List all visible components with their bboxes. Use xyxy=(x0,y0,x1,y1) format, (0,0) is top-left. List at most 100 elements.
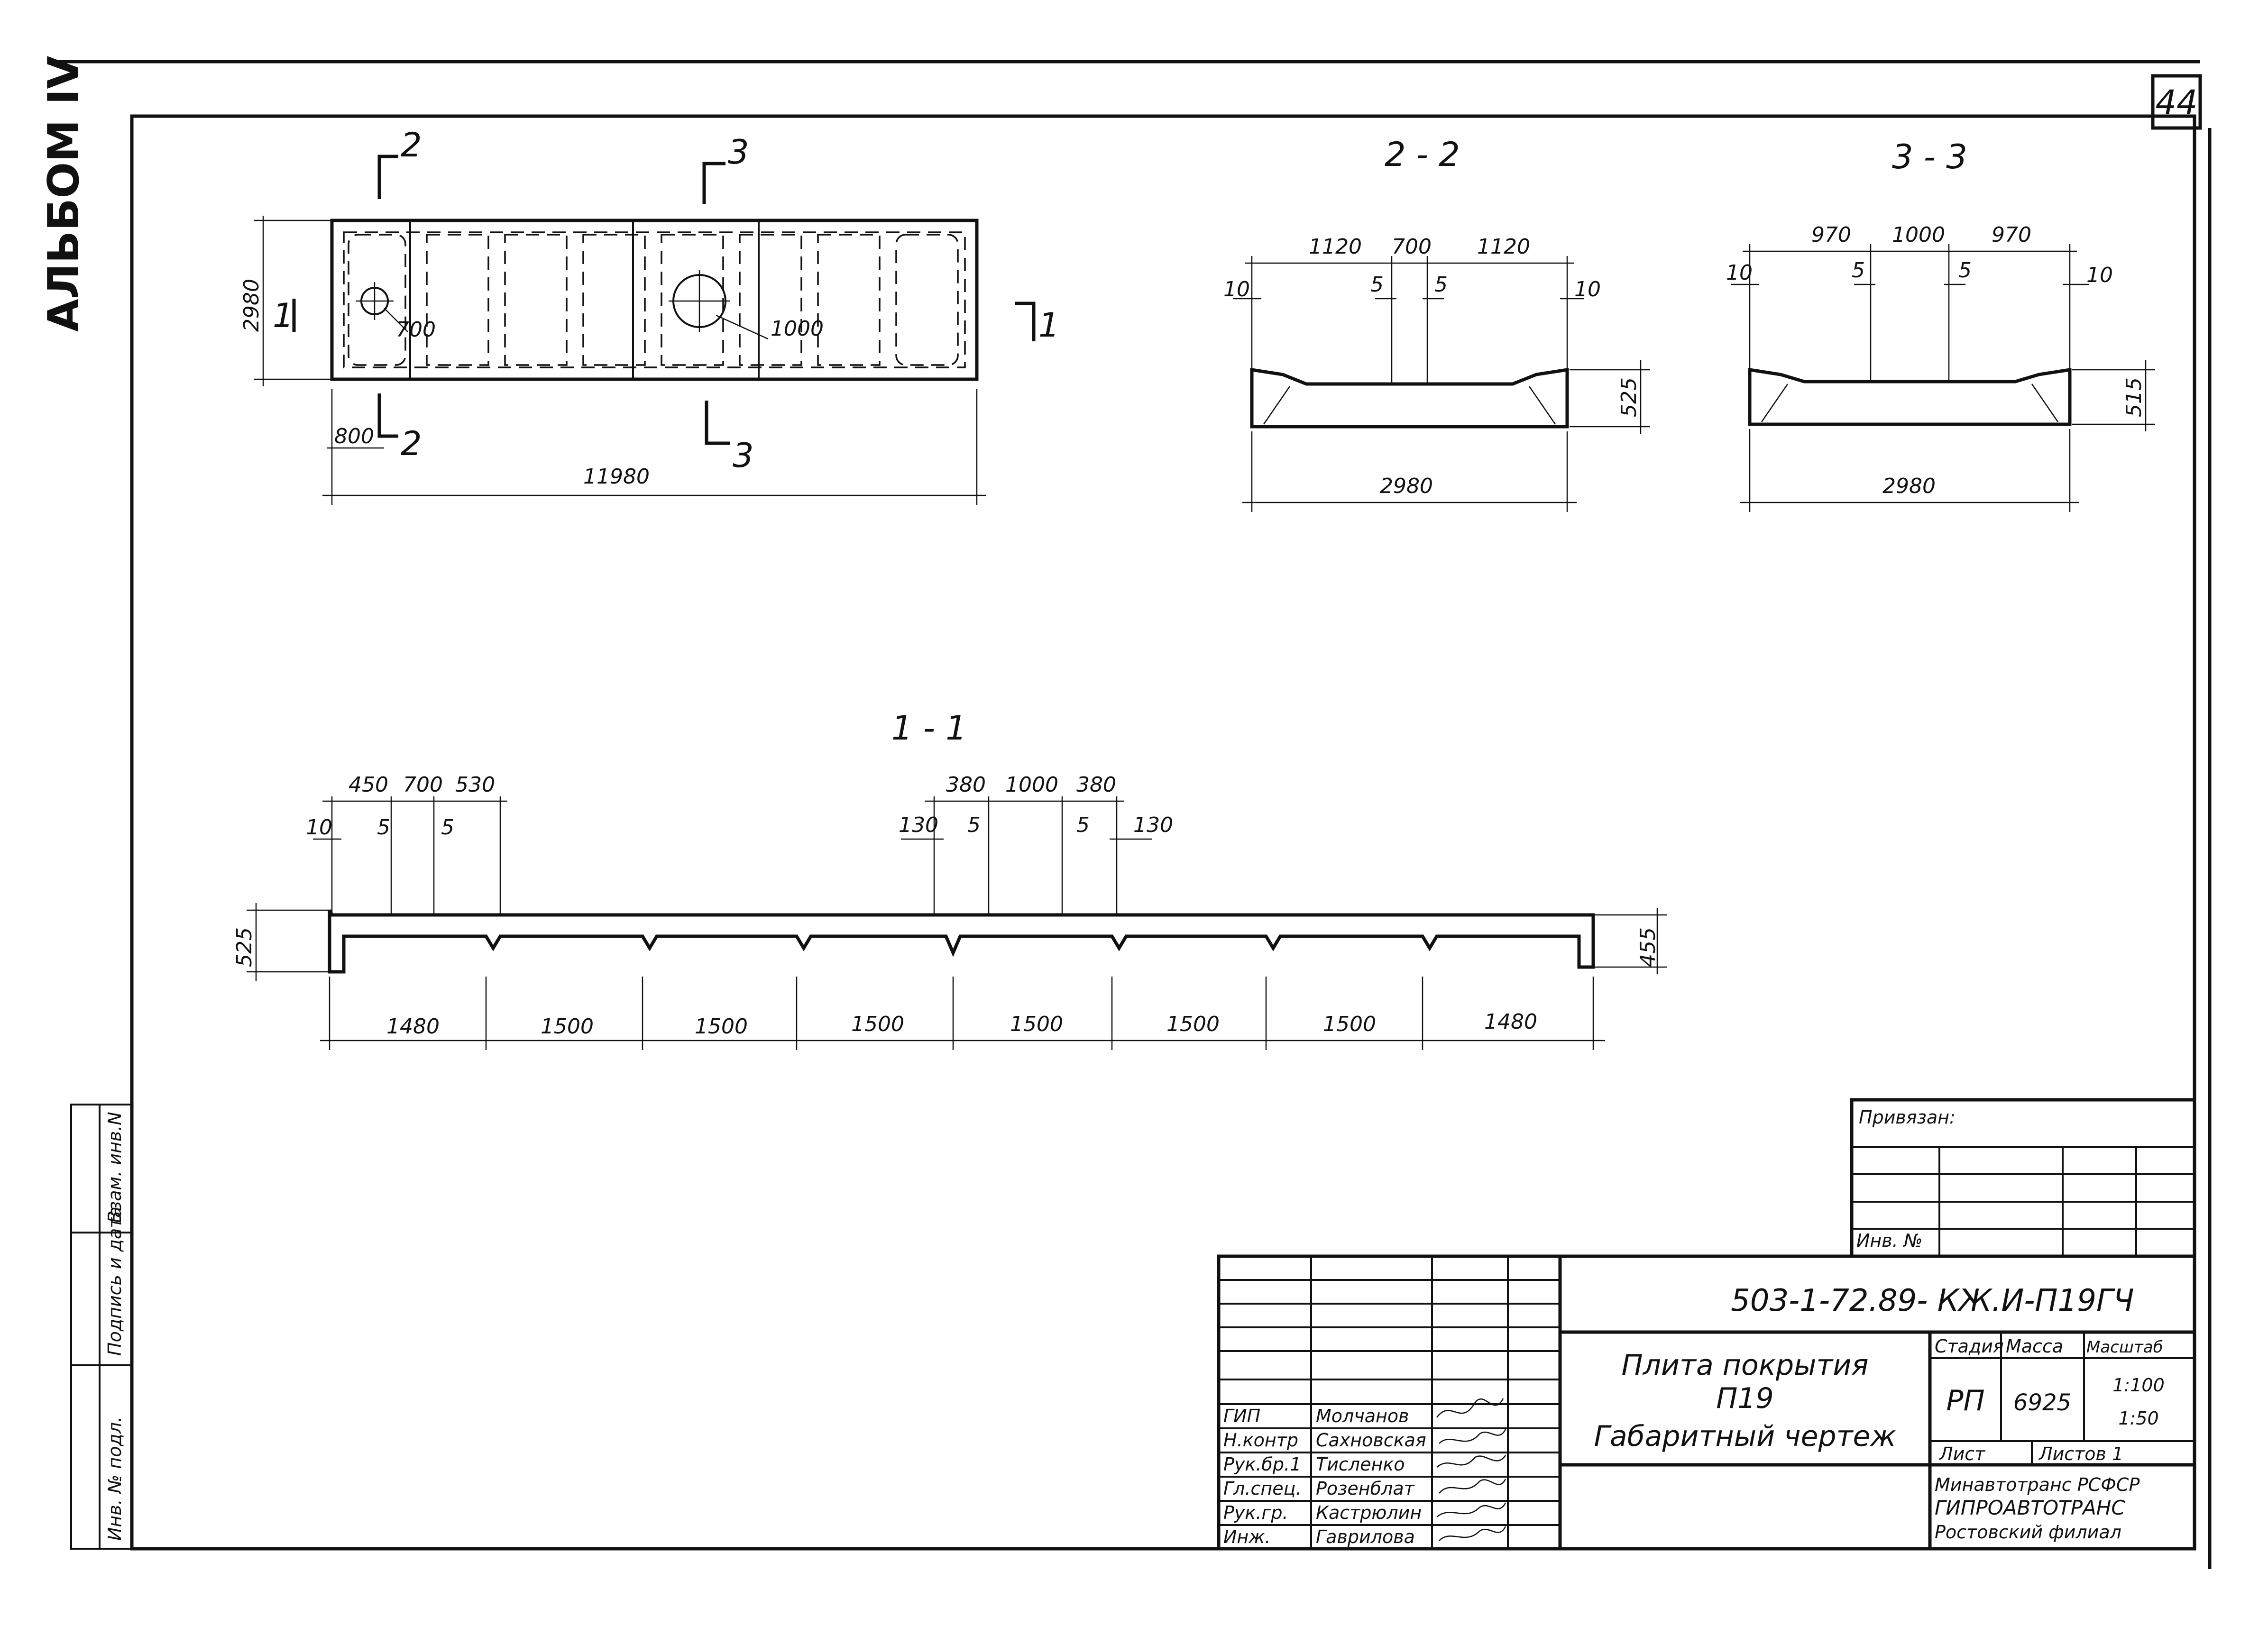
scale-label: Масштаб xyxy=(2086,1338,2163,1357)
stage-label: Стадия xyxy=(1935,1336,2004,1357)
s11-small-dim-1: 10 xyxy=(306,815,332,840)
stamp-inv-orig: Инв. № подл. xyxy=(104,1416,125,1541)
mass-value: 6925 xyxy=(2013,1389,2071,1416)
s11-small-dim-2: 5 xyxy=(377,815,390,840)
scale-value-1: 1:100 xyxy=(2112,1375,2165,1396)
role-2: Рук.бр.1 xyxy=(1223,1454,1301,1475)
s22-dim-5: 5 xyxy=(1370,273,1384,297)
title-line-1: Плита покрытия xyxy=(1622,1349,1869,1382)
s11-top-dim-2: 700 xyxy=(403,773,443,797)
s11-top-dim-3: 530 xyxy=(455,773,495,797)
section-label-2-top: 2 xyxy=(401,126,422,164)
scale-value-2: 1:50 xyxy=(2118,1408,2158,1429)
s22-dim-1: 1120 xyxy=(1309,235,1362,259)
album-label: АЛЬБОМ IV xyxy=(39,56,89,332)
s22-dim-4: 10 xyxy=(1223,277,1250,301)
plan-view: 700 1000 2 2 3 3 1 1 2980 11980 800 xyxy=(239,126,1060,505)
s11-bottom-dim-6: 1500 xyxy=(1166,1012,1220,1036)
s33-dim-4: 10 xyxy=(1726,261,1753,285)
s33-dim-8: 515 xyxy=(2122,377,2146,417)
stamp-replace-inv: Взам. инв.N xyxy=(104,1112,125,1223)
s22-dim-2: 700 xyxy=(1392,235,1432,259)
plan-dim-height: 2980 xyxy=(239,279,264,332)
handwritten-signatures xyxy=(1436,1398,1506,1541)
page-number-box xyxy=(2151,74,2202,130)
s22-dim-8: 525 xyxy=(1617,377,1641,417)
section-mark-1-right xyxy=(1015,301,1036,341)
section-mark-2-top xyxy=(377,155,398,199)
s33-dim-9: 2980 xyxy=(1882,474,1936,498)
section-2-2-profile xyxy=(1250,367,1569,429)
s33-dim-3: 970 xyxy=(1992,223,2031,247)
title-line-3: Габаритный чертеж xyxy=(1594,1420,1896,1453)
role-3: Гл.спец. xyxy=(1223,1478,1302,1499)
section-3-3-title: 3 - 3 xyxy=(1892,137,1967,176)
section-label-3-top: 3 xyxy=(728,133,749,172)
s11-side-dim-left: 525 xyxy=(232,927,257,967)
section-2-2: 2 - 2 1120 700 1120 10 5 5 10 525 2980 xyxy=(1223,135,1650,512)
s33-dim-5: 5 xyxy=(1852,258,1865,283)
page-number: 44 xyxy=(2155,83,2197,122)
s11-bottom-dim-5: 1500 xyxy=(1010,1012,1063,1036)
s22-dim-9: 2980 xyxy=(1380,474,1433,498)
name-4: Кастрюлин xyxy=(1316,1502,1422,1523)
s11-small-dim-5: 5 xyxy=(967,813,981,837)
s11-small-dim-3: 5 xyxy=(441,815,454,840)
s11-top-dim-1: 450 xyxy=(349,773,388,797)
drawing-frame xyxy=(130,114,2196,1551)
s11-side-dim-right: 455 xyxy=(1636,927,1660,967)
plan-dim-length: 11980 xyxy=(583,465,650,489)
s11-small-dim-6: 5 xyxy=(1076,813,1090,837)
s33-dim-6: 5 xyxy=(1958,258,1972,283)
section-mark-2-bottom xyxy=(377,393,398,438)
sheets-label: Листов 1 xyxy=(2038,1443,2123,1464)
sheet-label: Лист xyxy=(1938,1443,1986,1464)
s11-bottom-dim-7: 1500 xyxy=(1323,1012,1376,1036)
plan-dim-hole-large: 1000 xyxy=(771,317,824,341)
plan-inner-contour xyxy=(343,231,966,368)
s11-bottom-dim-4: 1500 xyxy=(851,1012,904,1036)
section-mark-3-bottom xyxy=(705,401,730,445)
s11-bottom-dim-1: 1480 xyxy=(386,1014,440,1039)
s11-bottom-dim-8: 1480 xyxy=(1484,1010,1537,1034)
s33-dim-2: 1000 xyxy=(1892,223,1945,247)
s33-dim-7: 10 xyxy=(2086,263,2113,287)
document-code: 503-1-72.89- КЖ.И-П19ГЧ xyxy=(1731,1283,2134,1318)
s11-top-dim-6: 380 xyxy=(1076,773,1116,797)
plan-outline xyxy=(330,219,979,381)
left-stamp: Взам. инв.N Подпись и дата Инв. № подл. xyxy=(70,1104,133,1550)
s22-dim-7: 10 xyxy=(1574,277,1601,301)
name-0: Молчанов xyxy=(1316,1406,1409,1426)
section-label-1-left: 1 xyxy=(273,296,294,335)
binding-title: Привязан: xyxy=(1859,1107,1956,1128)
title-line-2: П19 xyxy=(1716,1382,1773,1415)
s11-top-dim-4: 380 xyxy=(946,773,986,797)
section-2-2-title: 2 - 2 xyxy=(1385,135,1460,174)
section-1-1-profile xyxy=(328,909,1595,974)
section-label-3-bottom: 3 xyxy=(733,436,754,475)
name-2: Тисленко xyxy=(1316,1454,1405,1475)
title-block: ГИП Молчанов Н.контр Сахновская Рук.бр.1… xyxy=(1217,1254,2196,1551)
role-1: Н.контр xyxy=(1223,1430,1298,1451)
section-label-2-bottom: 2 xyxy=(401,424,422,463)
binding-inv: Инв. № xyxy=(1856,1230,1922,1251)
mass-label: Масса xyxy=(2006,1336,2063,1357)
section-label-1-right: 1 xyxy=(1038,306,1060,345)
stamp-signature-date: Подпись и дата xyxy=(104,1206,125,1356)
s11-small-dim-4: 130 xyxy=(899,813,938,837)
s11-top-dim-5: 1000 xyxy=(1005,773,1058,797)
name-3: Розенблат xyxy=(1316,1478,1415,1499)
section-3-3-profile xyxy=(1748,367,2072,426)
org-line-2: ГИПРОАВТОТРАНС xyxy=(1935,1496,2125,1519)
plan-ribs xyxy=(348,220,959,379)
s33-dim-1: 970 xyxy=(1811,223,1851,247)
name-5: Гаврилова xyxy=(1316,1526,1415,1547)
stage-value: РП xyxy=(1946,1384,1984,1417)
section-1-1-title: 1 - 1 xyxy=(891,709,967,748)
name-1: Сахновская xyxy=(1316,1430,1426,1451)
plan-dim-hole-small: 700 xyxy=(396,318,436,342)
s22-dim-6: 5 xyxy=(1434,273,1448,297)
org-line-3: Ростовский филиал xyxy=(1935,1522,2121,1543)
signatures-list: ГИП Молчанов Н.контр Сахновская Рук.бр.1… xyxy=(1223,1406,1426,1547)
